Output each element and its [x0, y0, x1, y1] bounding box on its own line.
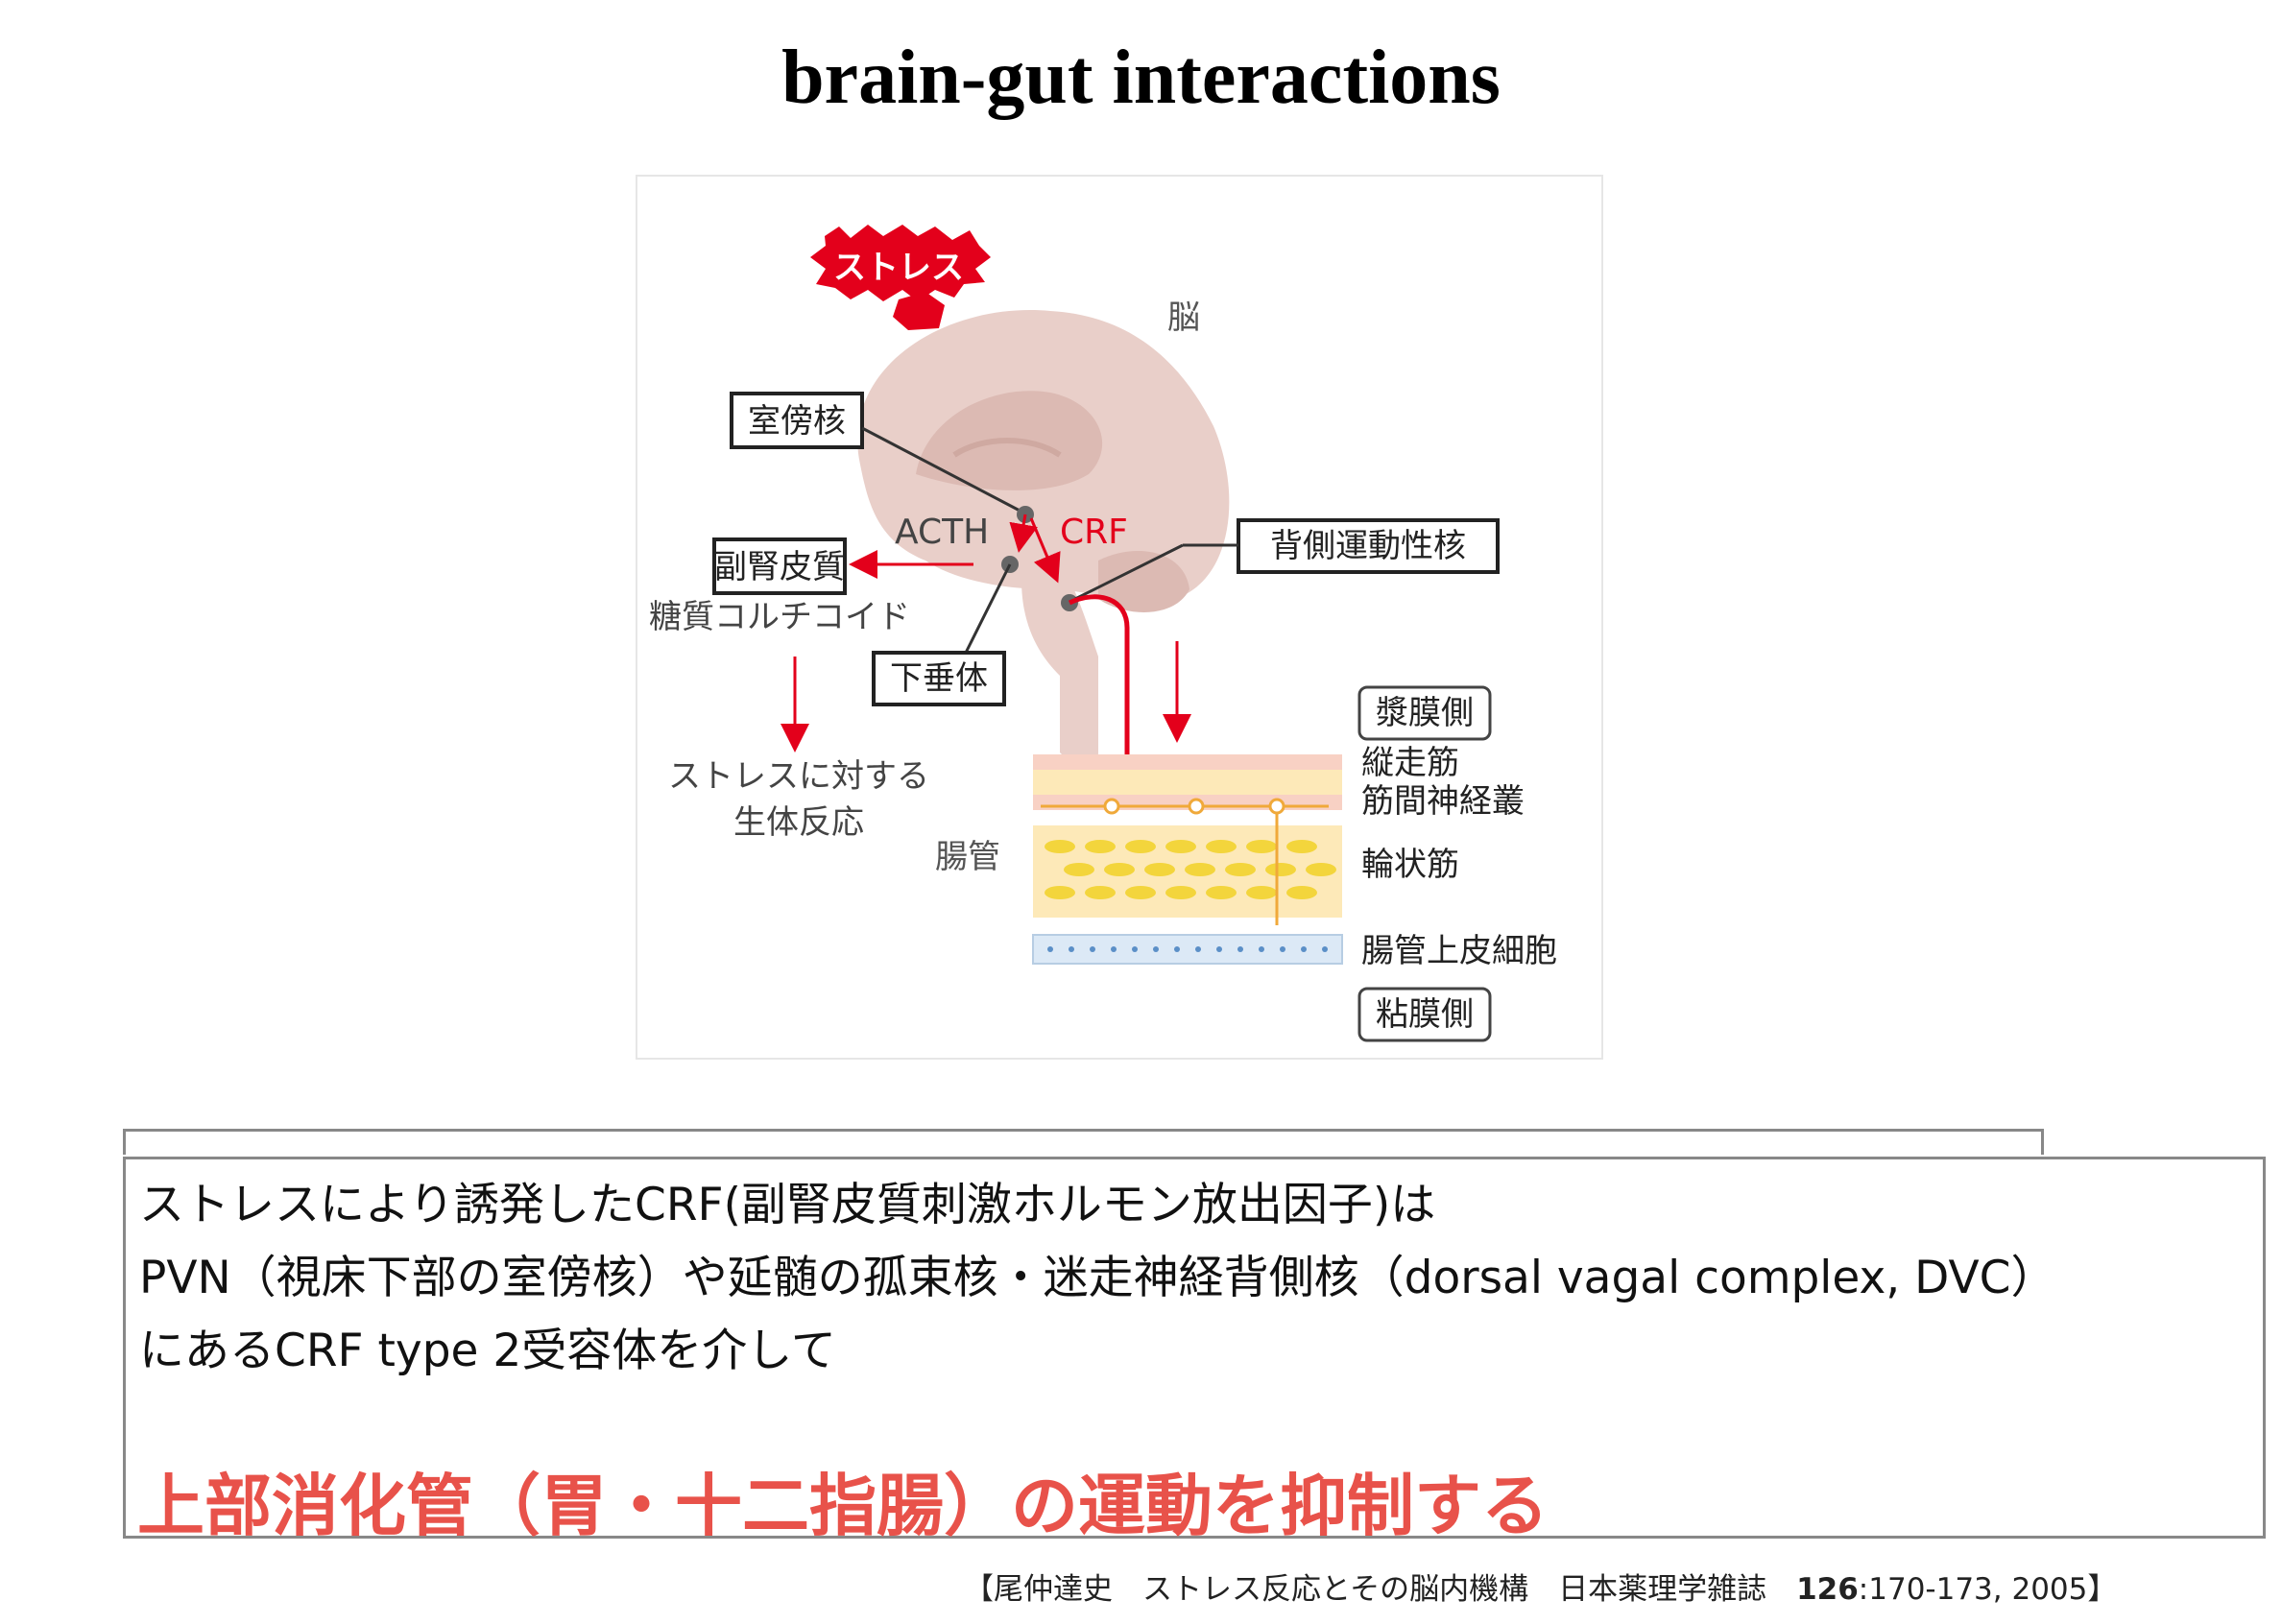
- pvn-label: 室傍核: [748, 402, 846, 441]
- brain-label: 脳: [1167, 299, 1200, 337]
- glucocorticoid-label: 糖質コルチコイド: [649, 598, 910, 636]
- explanation-line-1: ストレスにより誘発したCRF(副腎皮質刺激ホルモン放出因子)は: [139, 1179, 1436, 1231]
- citation: 【尾仲達史 ストレス反応とその脳内機構 日本薬理学雑誌 126:170-173,…: [964, 1564, 2117, 1608]
- crf-label: CRF: [1060, 513, 1128, 552]
- myenteric-plexus-label: 筋間神経叢: [1361, 782, 1525, 821]
- longitudinal-muscle-label: 縦走筋: [1361, 744, 1459, 782]
- circular-muscle-label: 輪状筋: [1361, 846, 1459, 884]
- serosa-box: [1357, 685, 1492, 741]
- serosa-label: 漿膜側: [1376, 694, 1474, 732]
- intestinal-wall: [1032, 754, 1343, 965]
- intestine-label: 腸管: [935, 838, 1000, 876]
- citation-suffix: :170-173, 2005】: [1858, 1572, 2118, 1607]
- dmv-box: [1237, 518, 1500, 574]
- mucosa-box: [1357, 987, 1492, 1042]
- textbox-back-frame: [123, 1129, 2044, 1155]
- adrenal-cortex-label: 副腎皮質: [714, 548, 845, 586]
- stress-label: ストレス: [833, 249, 964, 287]
- mucosa-label: 粘膜側: [1376, 995, 1474, 1034]
- stress-burst: ストレス: [810, 225, 991, 330]
- epithelium-label: 腸管上皮細胞: [1361, 932, 1557, 970]
- conclusion-text: 上部消化管（胃・十二指腸）の運動を抑制する: [137, 1467, 1549, 1545]
- response-line2: 生体反応: [733, 803, 864, 842]
- explanation-line-3: にあるCRF type 2受容体を介して: [139, 1325, 836, 1377]
- dmv-label: 背側運動性核: [1270, 527, 1466, 565]
- response-line1: ストレスに対する: [668, 757, 929, 796]
- page-title: brain-gut interactions: [781, 36, 1501, 120]
- brain-illustration: [857, 310, 1230, 767]
- acth-label: ACTH: [895, 513, 989, 552]
- brain-gut-diagram: ストレス 脳 室傍核 ACTH CRF 副腎皮質 糖質コルチコイド 下垂体 スト…: [636, 175, 1603, 1060]
- explanation-textbox: ストレスにより誘発したCRF(副腎皮質刺激ホルモン放出因子)は PVN（視床下部…: [123, 1157, 2266, 1545]
- adrenal-cortex-box: [712, 537, 847, 595]
- pituitary-label: 下垂体: [890, 659, 988, 698]
- explanation-line-2: PVN（視床下部の室傍核）や延髄の孤束核・迷走神経背側核（dorsal vaga…: [139, 1252, 2056, 1304]
- citation-prefix: 【尾仲達史 ストレス反応とその脳内機構 日本薬理学雑誌: [964, 1572, 1797, 1607]
- citation-volume: 126: [1796, 1572, 1859, 1607]
- pituitary-box: [872, 651, 1006, 706]
- pvn-box: [730, 392, 864, 449]
